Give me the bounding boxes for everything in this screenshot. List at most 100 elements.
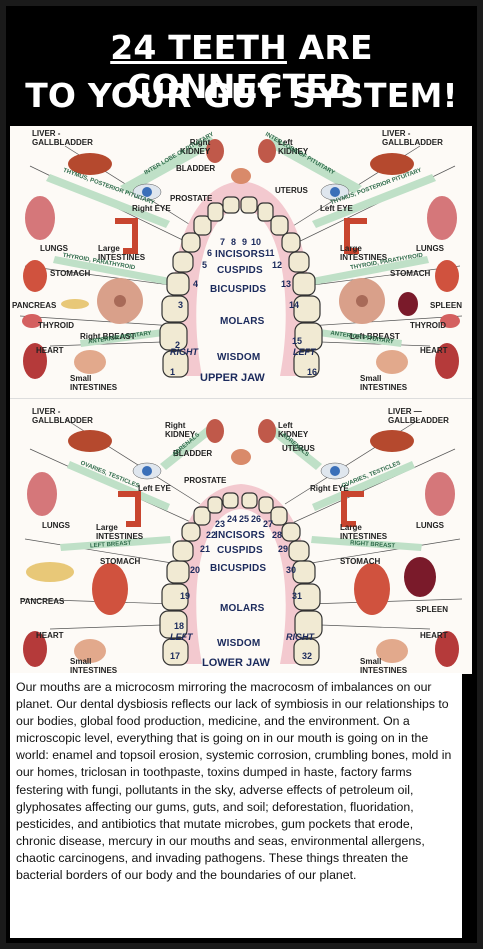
- lower-jaw-label: LOWER JAW: [202, 657, 270, 669]
- label-text: Right KIDNEY: [165, 421, 196, 439]
- label-text: LIVER - GALLBLADDER: [32, 129, 93, 147]
- label-text: Large INTESTINES: [98, 244, 146, 262]
- tooth-number: 14: [289, 300, 300, 310]
- label-text: Right KIDNEY: [180, 138, 211, 156]
- side-right: RIGHT: [286, 632, 314, 642]
- label-small-intestines-right: Small INTESTINES: [360, 657, 407, 674]
- label-text: Left KIDNEY: [278, 138, 309, 156]
- side-left: LEFT: [293, 347, 316, 357]
- tooth-number: 32: [302, 651, 313, 661]
- group-wisdom: WISDOM: [217, 352, 261, 363]
- lower-organs: [23, 419, 459, 667]
- label-text: Large INTESTINES: [340, 244, 388, 262]
- tooth-number: 16: [307, 367, 318, 377]
- side-right: RIGHT: [170, 347, 198, 357]
- label-small-intestines-left: Small INTESTINES: [70, 374, 117, 392]
- upper-jaw-panel: LIVER - GALLBLADDER LIVER - GALLBLADDER …: [10, 126, 472, 398]
- upper-jaw-label: UPPER JAW: [200, 372, 265, 384]
- tooth-number: 28: [272, 530, 283, 540]
- label-right-kidney: Right KIDNEY: [165, 421, 195, 439]
- group-bicuspids: BICUSPIDS: [210, 563, 267, 574]
- tooth-number: 18: [174, 621, 185, 631]
- label-liver-right: LIVER - GALLBLADDER: [382, 129, 443, 147]
- side-left: LEFT: [170, 632, 193, 642]
- tooth-number: 17: [170, 651, 181, 661]
- tooth-number: 22: [206, 530, 217, 540]
- tooth-number: 21: [200, 544, 211, 554]
- label-left-eye: Left EYE: [138, 484, 171, 493]
- upper-organs: [22, 139, 460, 379]
- label-pancreas: PANCREAS: [20, 597, 65, 606]
- upper-teeth: [159, 196, 323, 378]
- label-heart-right: HEART: [420, 631, 448, 640]
- upper-diagram-svg: [19, 136, 463, 379]
- label-spleen: SPLEEN: [430, 301, 463, 310]
- label-text: Left KIDNEY: [278, 421, 309, 439]
- label-stomach-right: STOMACH: [340, 557, 381, 566]
- tooth-number: 6: [207, 248, 213, 258]
- tooth-number: 13: [281, 279, 292, 289]
- label-prostate: PROSTATE: [184, 476, 227, 485]
- lower-gum: [172, 484, 310, 664]
- label-lungs-right: LUNGS: [416, 521, 444, 530]
- label-spleen: SPLEEN: [416, 605, 449, 614]
- label-left-eye: Left EYE: [320, 204, 353, 213]
- group-molars: MOLARS: [220, 316, 265, 327]
- label-intestines-left: Large INTESTINES: [96, 523, 143, 541]
- tooth-number: 19: [180, 591, 191, 601]
- tooth-number: 23: [215, 519, 226, 529]
- tooth-number: 27: [263, 519, 274, 529]
- label-pancreas: PANCREAS: [12, 301, 57, 310]
- label-lungs-right: LUNGS: [416, 244, 444, 253]
- tooth-number: 3: [178, 300, 184, 310]
- tooth-number: 12: [272, 260, 283, 270]
- label-lungs-left: LUNGS: [42, 521, 70, 530]
- group-cuspids: CUSPIDS: [217, 545, 263, 556]
- label-right-eye: Right EYE: [132, 204, 171, 213]
- label-intestines-right: Large INTESTINES: [340, 523, 387, 541]
- label-left-kidney: Left KIDNEY: [278, 421, 308, 439]
- tooth-number: 31: [292, 591, 303, 601]
- label-uterus: UTERUS: [275, 186, 308, 195]
- label-lungs-left: LUNGS: [40, 244, 68, 253]
- label-text: LIVER — GALLBLADDER: [388, 407, 449, 425]
- label-bladder: BLADDER: [176, 164, 216, 173]
- tooth-number: 15: [292, 336, 303, 346]
- caption-paragraph: Our mouths are a microcosm mirroring the…: [10, 673, 462, 938]
- group-incisors: INCISORS: [215, 249, 265, 260]
- label-text: Small INTESTINES: [70, 657, 118, 674]
- group-molars: MOLARS: [220, 603, 265, 614]
- label-liver-left: LIVER - GALLBLADDER: [32, 129, 93, 147]
- title-line-2: TO YOUR GUT SYSTEM!: [25, 76, 458, 115]
- label-thyroid-right: THYROID: [410, 321, 446, 330]
- tooth-number: 1: [170, 367, 176, 377]
- tooth-number: 4: [193, 279, 199, 289]
- label-text: Small INTESTINES: [360, 657, 408, 674]
- label-heart-left: HEART: [36, 631, 64, 640]
- tooth-number: 7: [220, 237, 226, 247]
- label-heart-right: HEART: [420, 346, 448, 355]
- label-text: LIVER - GALLBLADDER: [382, 129, 443, 147]
- label-text: LIVER - GALLBLADDER: [32, 407, 93, 425]
- tooth-number: 5: [202, 260, 208, 270]
- label-left-kidney: Left KIDNEY: [278, 138, 308, 156]
- tooth-number: 9: [242, 237, 248, 247]
- label-text: Small INTESTINES: [360, 374, 408, 392]
- tooth-number: 26: [251, 514, 262, 524]
- tooth-number: 8: [231, 237, 237, 247]
- lower-gland-bands: [60, 424, 422, 551]
- tooth-number: 24: [227, 514, 238, 524]
- tooth-number: 25: [239, 514, 250, 524]
- group-bicuspids: BICUSPIDS: [210, 284, 267, 295]
- lower-jaw-panel: LIVER - GALLBLADDER LIVER — GALLBLADDER …: [10, 398, 472, 674]
- label-intestines-left: Large INTESTINES: [98, 244, 145, 262]
- label-liver-right: LIVER — GALLBLADDER: [388, 407, 449, 425]
- label-right-breast: Right BREAST: [80, 332, 136, 341]
- title-underlined: 24 TEETH: [110, 28, 287, 67]
- label-text: Large INTESTINES: [96, 523, 144, 541]
- label-right-eye: Right EYE: [310, 484, 349, 493]
- upper-gland-bands: [46, 136, 436, 347]
- label-stomach-left: STOMACH: [100, 557, 141, 566]
- label-stomach-right: STOMACH: [390, 269, 431, 278]
- label-left-breast: Left BREAST: [350, 332, 400, 341]
